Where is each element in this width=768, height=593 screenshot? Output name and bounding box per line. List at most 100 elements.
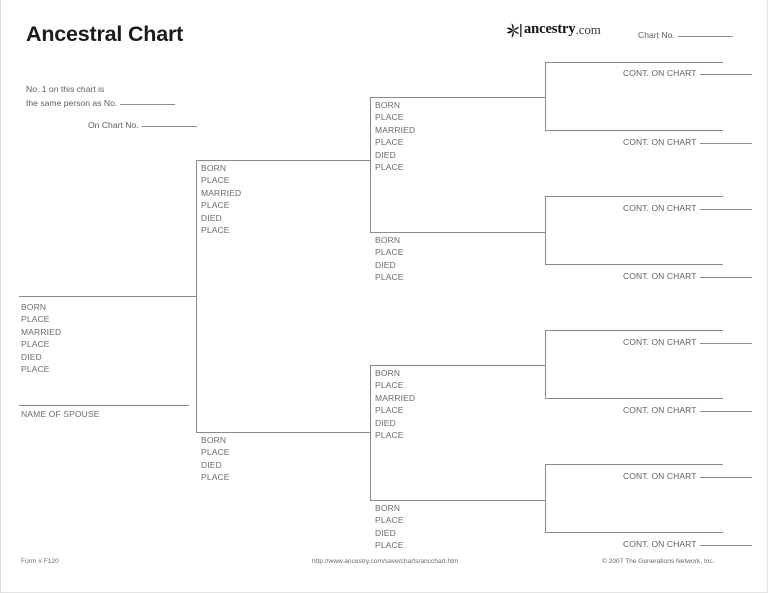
person-8-name-line[interactable] <box>545 62 723 63</box>
person-6-married-label: MARRIED <box>375 392 416 403</box>
person-5-place-label: PLACE <box>375 247 404 258</box>
person-2-married-label: MARRIED <box>201 187 242 198</box>
person-9-cont-on-chart[interactable]: CONT. ON CHART <box>623 137 752 147</box>
ancestry-leaf-icon <box>506 23 523 38</box>
person-10-cont-blank[interactable] <box>699 209 752 210</box>
person-12-cont-blank[interactable] <box>699 343 752 344</box>
on-chart-no-blank[interactable] <box>141 126 197 127</box>
person-6-name-line[interactable] <box>370 365 546 366</box>
person-6-facts: BORN PLACE MARRIED PLACE DIED PLACE <box>375 367 415 441</box>
person-9-name-line[interactable] <box>545 130 723 131</box>
person-6-place3-label: PLACE <box>375 429 404 440</box>
person-4-married-label: MARRIED <box>375 124 416 135</box>
person-3-name-line[interactable] <box>196 432 371 433</box>
person-1-place-label: PLACE <box>21 314 50 325</box>
person-9-cont-label: CONT. ON CHART <box>623 137 697 147</box>
person-6-born-label: BORN <box>375 368 401 378</box>
person-4-born-label: BORN <box>375 100 401 110</box>
brand-name: ancestry <box>524 21 576 37</box>
person-15-cont-label: CONT. ON CHART <box>623 539 697 549</box>
person-4-facts: BORN PLACE MARRIED PLACE DIED PLACE <box>375 99 415 173</box>
chart-cross-reference-note: No. 1 on this chart is the same person a… <box>26 83 197 133</box>
person-15-cont-on-chart[interactable]: CONT. ON CHART <box>623 539 752 549</box>
note-line-1: No. 1 on this chart is <box>26 84 105 94</box>
person-8-cont-on-chart[interactable]: CONT. ON CHART <box>623 68 752 78</box>
person-1-died-label: DIED <box>21 351 42 362</box>
person-10-cont-on-chart[interactable]: CONT. ON CHART <box>623 203 752 213</box>
person-11-cont-blank[interactable] <box>699 277 752 278</box>
person-1-spouse-label: NAME OF SPOUSE <box>21 409 100 419</box>
person-14-cont-blank[interactable] <box>699 477 752 478</box>
person-14-cont-on-chart[interactable]: CONT. ON CHART <box>623 471 752 481</box>
footer-copyright: © 2007 The Generations Network, Inc. <box>602 558 715 565</box>
person-1-married-label: MARRIED <box>21 326 62 337</box>
person-5-born-label: BORN <box>375 235 401 245</box>
note-line-2: the same person as No. <box>26 97 197 111</box>
person-7-died-label: DIED <box>375 527 396 538</box>
person-10-cont-label: CONT. ON CHART <box>623 203 697 213</box>
person-3-place2-label: PLACE <box>201 472 230 483</box>
same-person-no-blank[interactable] <box>120 103 176 105</box>
person-7-name-line[interactable] <box>370 500 546 501</box>
person-4-place3-label: PLACE <box>375 161 404 172</box>
person-1-born-label: BORN <box>21 302 47 312</box>
person-5-name-line[interactable] <box>370 232 546 233</box>
person-2-name-line[interactable] <box>196 160 371 161</box>
note-line-3: On Chart No. <box>26 119 197 133</box>
person-2-born-label: BORN <box>201 163 227 173</box>
person-4-place-label: PLACE <box>375 112 404 123</box>
person-2-place-label: PLACE <box>201 175 230 186</box>
person-2-facts: BORN PLACE MARRIED PLACE DIED PLACE <box>201 162 241 236</box>
person-3-place-label: PLACE <box>201 447 230 458</box>
chart-number-field[interactable]: Chart No. <box>638 30 733 40</box>
person-1-place2-label: PLACE <box>21 339 50 350</box>
person-4-place2-label: PLACE <box>375 137 404 148</box>
person-1-place3-label: PLACE <box>21 363 50 374</box>
note-line-3-label: On Chart No. <box>88 120 139 130</box>
person-5-died-label: DIED <box>375 259 396 270</box>
ancestry-logo: ancestry.com <box>506 21 601 38</box>
person-7-facts: BORN PLACE DIED PLACE <box>375 502 404 552</box>
person-6-place2-label: PLACE <box>375 405 404 416</box>
person-13-cont-blank[interactable] <box>699 411 752 412</box>
note-line-2-label: the same person as No. <box>26 97 118 108</box>
person-9-cont-blank[interactable] <box>699 143 752 144</box>
person-13-cont-label: CONT. ON CHART <box>623 405 697 415</box>
person-11-cont-on-chart[interactable]: CONT. ON CHART <box>623 271 752 281</box>
gen4-bracket-c-vertical <box>545 330 546 398</box>
chart-number-label: Chart No. <box>638 30 675 40</box>
person-8-cont-label: CONT. ON CHART <box>623 68 697 78</box>
person-14-name-line[interactable] <box>545 464 723 465</box>
gen4-bracket-d-vertical <box>545 464 546 532</box>
person-1-facts: BORN PLACE MARRIED PLACE DIED PLACE <box>21 301 61 375</box>
person-4-name-line[interactable] <box>370 97 546 98</box>
brand-tld: .com <box>575 21 601 37</box>
person-1-spouse-line[interactable] <box>19 405 189 406</box>
person-4-died-label: DIED <box>375 149 396 160</box>
person-13-cont-on-chart[interactable]: CONT. ON CHART <box>623 405 752 415</box>
person-1-name-line[interactable] <box>19 296 196 297</box>
person-10-name-line[interactable] <box>545 196 723 197</box>
gen4-bracket-a-vertical <box>545 62 546 130</box>
person-15-cont-blank[interactable] <box>699 545 752 546</box>
person-5-facts: BORN PLACE DIED PLACE <box>375 234 404 284</box>
chart-number-blank[interactable] <box>677 36 733 37</box>
gen3-lower-bracket-vertical <box>370 365 371 500</box>
person-3-facts: BORN PLACE DIED PLACE <box>201 434 230 484</box>
person-7-place-label: PLACE <box>375 515 404 526</box>
gen4-bracket-b-vertical <box>545 196 546 264</box>
person-5-place2-label: PLACE <box>375 272 404 283</box>
footer-url: http://www.ancestry.com/save/charts/ancc… <box>312 558 459 565</box>
person-11-name-line[interactable] <box>545 264 723 265</box>
person-8-cont-blank[interactable] <box>699 74 752 75</box>
person-3-born-label: BORN <box>201 435 227 445</box>
person-12-name-line[interactable] <box>545 330 723 331</box>
person-6-died-label: DIED <box>375 417 396 428</box>
person-15-name-line[interactable] <box>545 532 723 533</box>
person-13-name-line[interactable] <box>545 398 723 399</box>
person-6-place-label: PLACE <box>375 380 404 391</box>
person-12-cont-on-chart[interactable]: CONT. ON CHART <box>623 337 752 347</box>
person-2-place3-label: PLACE <box>201 224 230 235</box>
person-12-cont-label: CONT. ON CHART <box>623 337 697 347</box>
